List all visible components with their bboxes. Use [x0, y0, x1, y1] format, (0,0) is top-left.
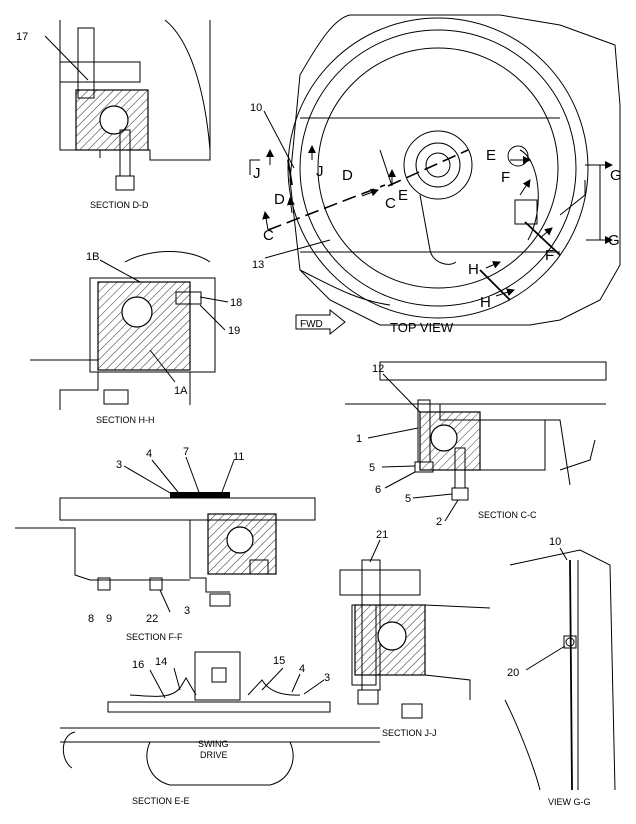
section-ee-title: SECTION E-E	[132, 796, 190, 806]
callout-18: 18	[230, 297, 242, 309]
callout-13: 13	[252, 259, 264, 271]
section-hh-title: SECTION H-H	[96, 415, 155, 425]
section-dd-drawing	[44, 19, 211, 191]
callout-10-top: 10	[250, 102, 262, 114]
callout-15: 15	[273, 655, 285, 667]
callout-4-ee: 4	[299, 663, 305, 675]
drive-label: DRIVE	[200, 750, 228, 760]
callout-14: 14	[155, 656, 167, 668]
section-cc-title: SECTION C-C	[478, 510, 537, 520]
callout-6: 6	[375, 484, 381, 496]
callout-5-top: 5	[369, 462, 375, 474]
leader-lines	[99, 259, 568, 699]
callout-5-bottom: 5	[405, 493, 411, 505]
section-letter-c-left: C	[263, 227, 274, 244]
section-letter-j-right: J	[316, 163, 324, 180]
section-ff-title: SECTION F-F	[126, 632, 183, 642]
callout-19: 19	[228, 325, 240, 337]
top-view-drawing	[249, 14, 621, 336]
section-ee-drawing	[60, 651, 380, 786]
callout-10-gg: 10	[549, 536, 561, 548]
callout-22: 22	[146, 613, 158, 625]
section-letter-h-top: H	[468, 261, 479, 278]
section-jj-title: SECTION J-J	[382, 728, 437, 738]
callout-11: 11	[233, 451, 244, 463]
section-cc-drawing	[345, 361, 607, 501]
section-letter-g-bottom: G	[608, 232, 620, 249]
swing-label: SWING	[198, 739, 229, 749]
callout-2: 2	[436, 516, 442, 528]
callout-1b: 1B	[86, 251, 99, 263]
section-arrows	[262, 145, 613, 297]
callout-12: 12	[372, 363, 384, 375]
section-letter-e-right: E	[486, 147, 496, 164]
section-hh-drawing	[30, 251, 216, 410]
section-letter-j-left: J	[253, 165, 261, 182]
callout-17: 17	[16, 31, 28, 43]
section-letter-f-top: F	[501, 169, 510, 186]
callout-7: 7	[183, 446, 189, 458]
callout-3-ff-top: 3	[116, 459, 122, 471]
callout-8: 8	[88, 613, 94, 625]
section-letter-d-right: D	[342, 167, 353, 184]
callout-20: 20	[507, 667, 519, 679]
section-ff-drawing	[15, 492, 316, 607]
callout-1a: 1A	[174, 385, 188, 397]
section-letter-e-left: E	[398, 187, 408, 204]
callout-21: 21	[376, 529, 388, 541]
section-jj-drawing	[339, 559, 491, 719]
callout-3-ff-bottom: 3	[184, 605, 190, 617]
fwd-arrow-label: FWD	[300, 319, 323, 330]
view-gg-title: VIEW G-G	[548, 797, 591, 807]
view-gg-drawing	[504, 549, 616, 791]
section-letter-d-left: D	[274, 191, 285, 208]
section-letter-g-top: G	[610, 167, 622, 184]
section-letter-f-bottom: F	[545, 247, 554, 264]
callout-9: 9	[106, 613, 112, 625]
section-letter-h-bottom: H	[480, 294, 491, 311]
callout-3-ee: 3	[324, 672, 330, 684]
section-dd-title: SECTION D-D	[90, 200, 149, 210]
callout-4-ff: 4	[146, 448, 152, 460]
section-letter-c-right: C	[385, 195, 396, 212]
callout-1: 1	[356, 433, 362, 445]
top-view-title: TOP VIEW	[390, 320, 454, 335]
callout-16: 16	[132, 659, 144, 671]
